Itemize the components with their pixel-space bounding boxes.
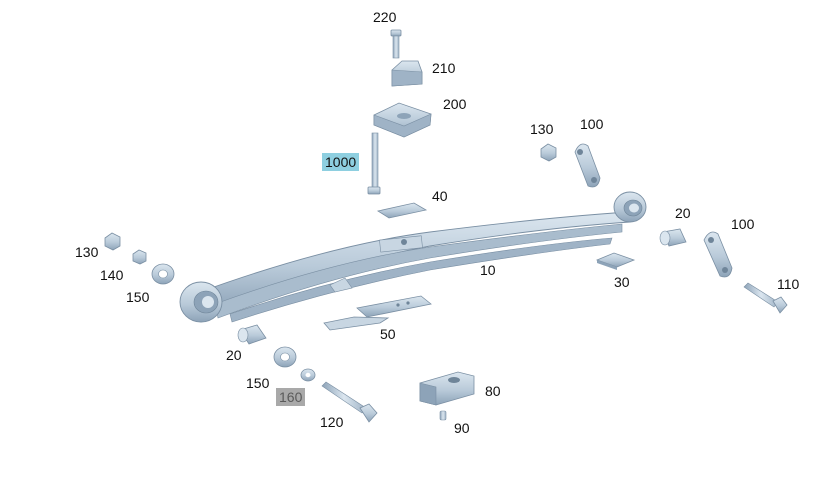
callout-30[interactable]: 30 bbox=[614, 274, 630, 290]
callout-120[interactable]: 120 bbox=[320, 414, 344, 430]
part-110-bolt[interactable] bbox=[743, 282, 788, 314]
callout-50[interactable]: 50 bbox=[380, 326, 396, 342]
part-50-bracket[interactable] bbox=[323, 295, 432, 331]
callout-210[interactable]: 210 bbox=[432, 60, 456, 76]
part-220-bolt[interactable] bbox=[390, 29, 402, 59]
callout-150[interactable]: 150 bbox=[246, 375, 270, 391]
callout-40[interactable]: 40 bbox=[432, 188, 448, 204]
part-1000-long-bolt[interactable] bbox=[367, 132, 381, 195]
part-100-shackle-right[interactable] bbox=[703, 231, 733, 278]
part-150-washer-bottom[interactable] bbox=[273, 346, 297, 368]
part-160-small-washer[interactable] bbox=[300, 368, 316, 382]
part-130-nut-left[interactable] bbox=[104, 232, 121, 251]
part-200-clamp-plate[interactable] bbox=[373, 102, 432, 138]
part-80-block[interactable] bbox=[419, 371, 475, 406]
callout-10[interactable]: 10 bbox=[480, 262, 496, 278]
part-10-leaf-spring[interactable] bbox=[199, 211, 631, 323]
callout-100[interactable]: 100 bbox=[580, 116, 604, 132]
callout-130[interactable]: 130 bbox=[530, 121, 554, 137]
part-210-cap[interactable] bbox=[391, 60, 423, 87]
part-10-spring-eye-right bbox=[613, 191, 647, 223]
callout-130[interactable]: 130 bbox=[75, 244, 99, 260]
part-150-washer-left[interactable] bbox=[151, 263, 175, 285]
callout-20[interactable]: 20 bbox=[226, 347, 242, 363]
part-20-bushing-left[interactable] bbox=[237, 324, 267, 345]
part-130-nut-right[interactable] bbox=[540, 143, 557, 162]
callout-220[interactable]: 220 bbox=[373, 9, 397, 25]
callout-160[interactable]: 160 bbox=[276, 388, 306, 406]
part-140-nut[interactable] bbox=[132, 249, 147, 265]
callout-100[interactable]: 100 bbox=[731, 216, 755, 232]
part-120-bolt[interactable] bbox=[321, 381, 378, 423]
callout-80[interactable]: 80 bbox=[485, 383, 501, 399]
callout-200[interactable]: 200 bbox=[443, 96, 467, 112]
part-90-pin[interactable] bbox=[439, 410, 447, 421]
callout-90[interactable]: 90 bbox=[454, 420, 470, 436]
part-100-shackle-upper[interactable] bbox=[574, 143, 601, 188]
part-30-pad[interactable] bbox=[595, 252, 636, 270]
part-10-spring-eye-left bbox=[179, 281, 223, 323]
callout-1000[interactable]: 1000 bbox=[322, 153, 360, 171]
callout-20[interactable]: 20 bbox=[675, 205, 691, 221]
callout-110[interactable]: 110 bbox=[777, 276, 800, 292]
callout-140[interactable]: 140 bbox=[100, 267, 124, 283]
part-40-shim[interactable] bbox=[376, 202, 428, 219]
callout-150[interactable]: 150 bbox=[126, 289, 150, 305]
part-20-bushing-right[interactable] bbox=[659, 228, 687, 247]
